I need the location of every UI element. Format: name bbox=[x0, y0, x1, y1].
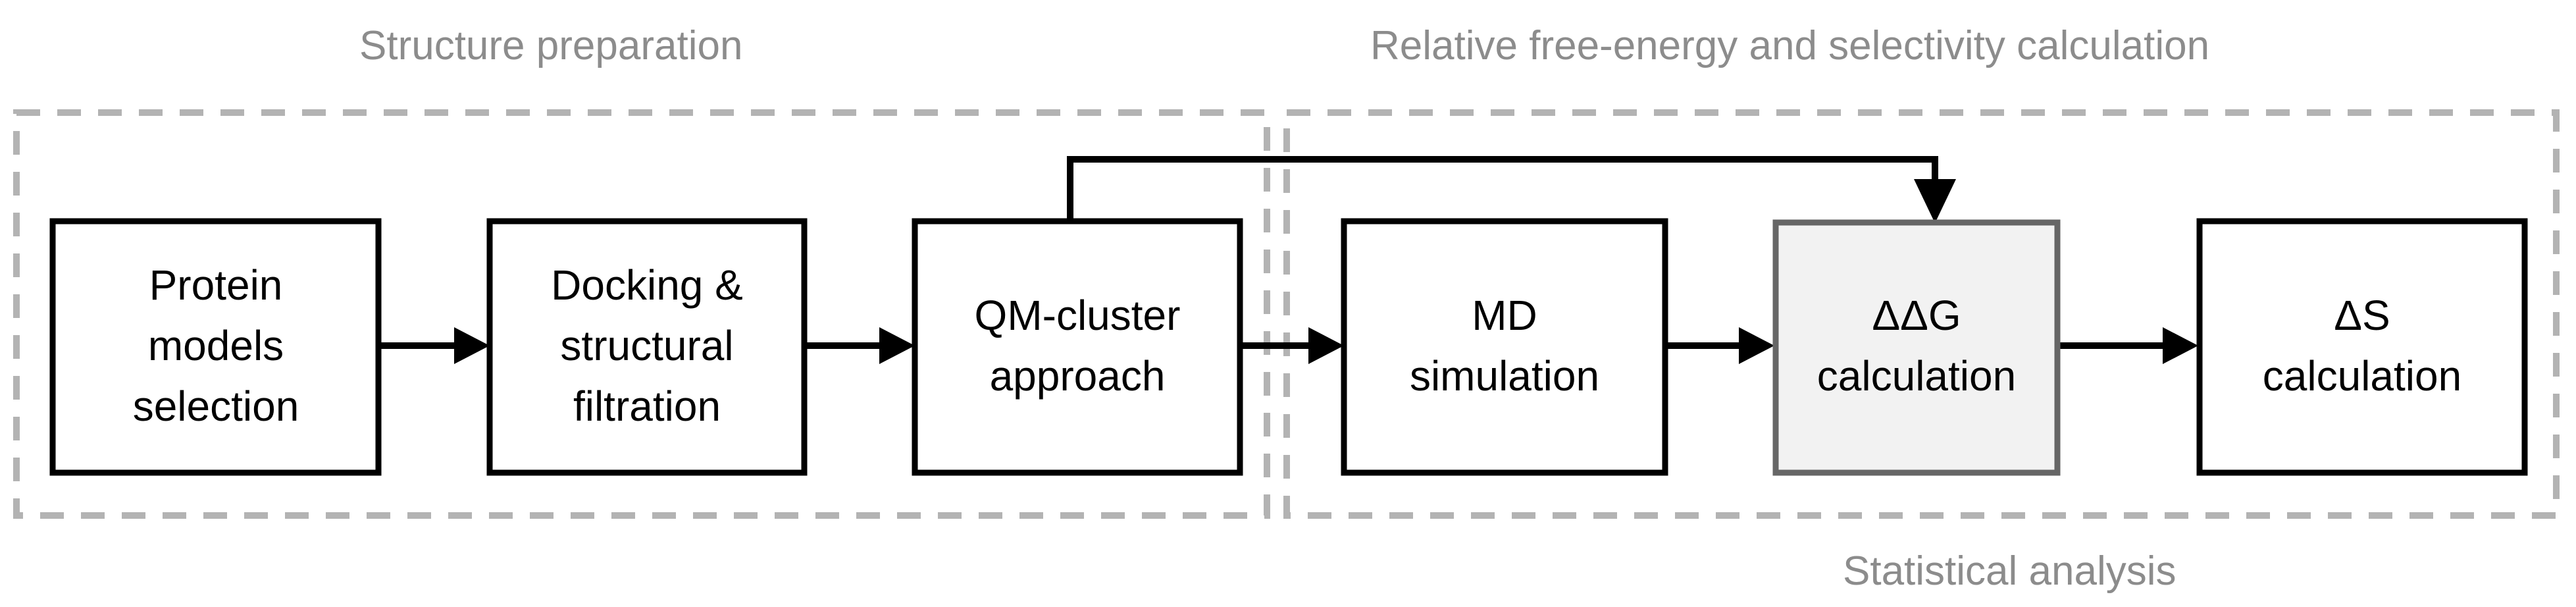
connector-md-to-ddg bbox=[1665, 327, 1774, 364]
arrow-head-icon bbox=[454, 327, 490, 364]
frame-structure-preparation bbox=[13, 109, 1270, 519]
node-label-line: Protein bbox=[149, 261, 283, 309]
arrow-head-icon bbox=[1739, 327, 1774, 364]
node-label-line: structural bbox=[560, 322, 733, 369]
node-docking-structural-filtration[interactable]: Docking & structural filtration bbox=[486, 218, 808, 476]
connector-qm-cluster-to-md bbox=[1240, 327, 1344, 364]
node-label-line: ΔS bbox=[2334, 292, 2390, 339]
node-label-line: calculation bbox=[2263, 352, 2461, 400]
node-label-line: simulation bbox=[1410, 352, 1599, 400]
frame-relative-free-energy bbox=[1283, 109, 2560, 519]
node-label-line: approach bbox=[990, 352, 1166, 400]
arrow-head-icon bbox=[2163, 327, 2198, 364]
node-label-line: models bbox=[148, 322, 284, 369]
group-title-structure-preparation: Structure preparation bbox=[359, 23, 742, 68]
node-label-line: QM-cluster bbox=[975, 292, 1181, 339]
node-label-line: Docking & bbox=[551, 261, 743, 309]
node-protein-models-selection[interactable]: Protein models selection bbox=[49, 218, 382, 476]
connector-ddg-to-ds bbox=[2057, 327, 2198, 364]
node-md-simulation[interactable]: MD simulation bbox=[1341, 218, 1668, 476]
group-title-relative-free-energy: Relative free-energy and selectivity cal… bbox=[1370, 23, 2209, 68]
arrow-head-icon bbox=[879, 327, 915, 364]
node-qm-cluster-approach[interactable]: QM-cluster approach bbox=[912, 218, 1243, 476]
connector-docking-to-qm-cluster bbox=[804, 327, 915, 364]
node-label-line: calculation bbox=[1817, 352, 2016, 400]
connector-qm-cluster-to-ddg-feedback bbox=[1067, 156, 1956, 223]
node-label-line: selection bbox=[133, 383, 299, 430]
arrow-head-icon bbox=[1914, 179, 1956, 223]
node-ddg-calculation[interactable]: ΔΔG calculation bbox=[1772, 219, 2061, 476]
connector-protein-to-docking bbox=[378, 327, 490, 364]
group-title-statistical-analysis: Statistical analysis bbox=[1843, 548, 2177, 594]
node-label-line: filtration bbox=[573, 383, 721, 430]
node-label-line: MD bbox=[1472, 292, 1537, 339]
node-label-line: ΔΔG bbox=[1872, 292, 1961, 339]
arrow-head-icon bbox=[1308, 327, 1344, 364]
node-ds-calculation[interactable]: ΔS calculation bbox=[2196, 218, 2528, 476]
